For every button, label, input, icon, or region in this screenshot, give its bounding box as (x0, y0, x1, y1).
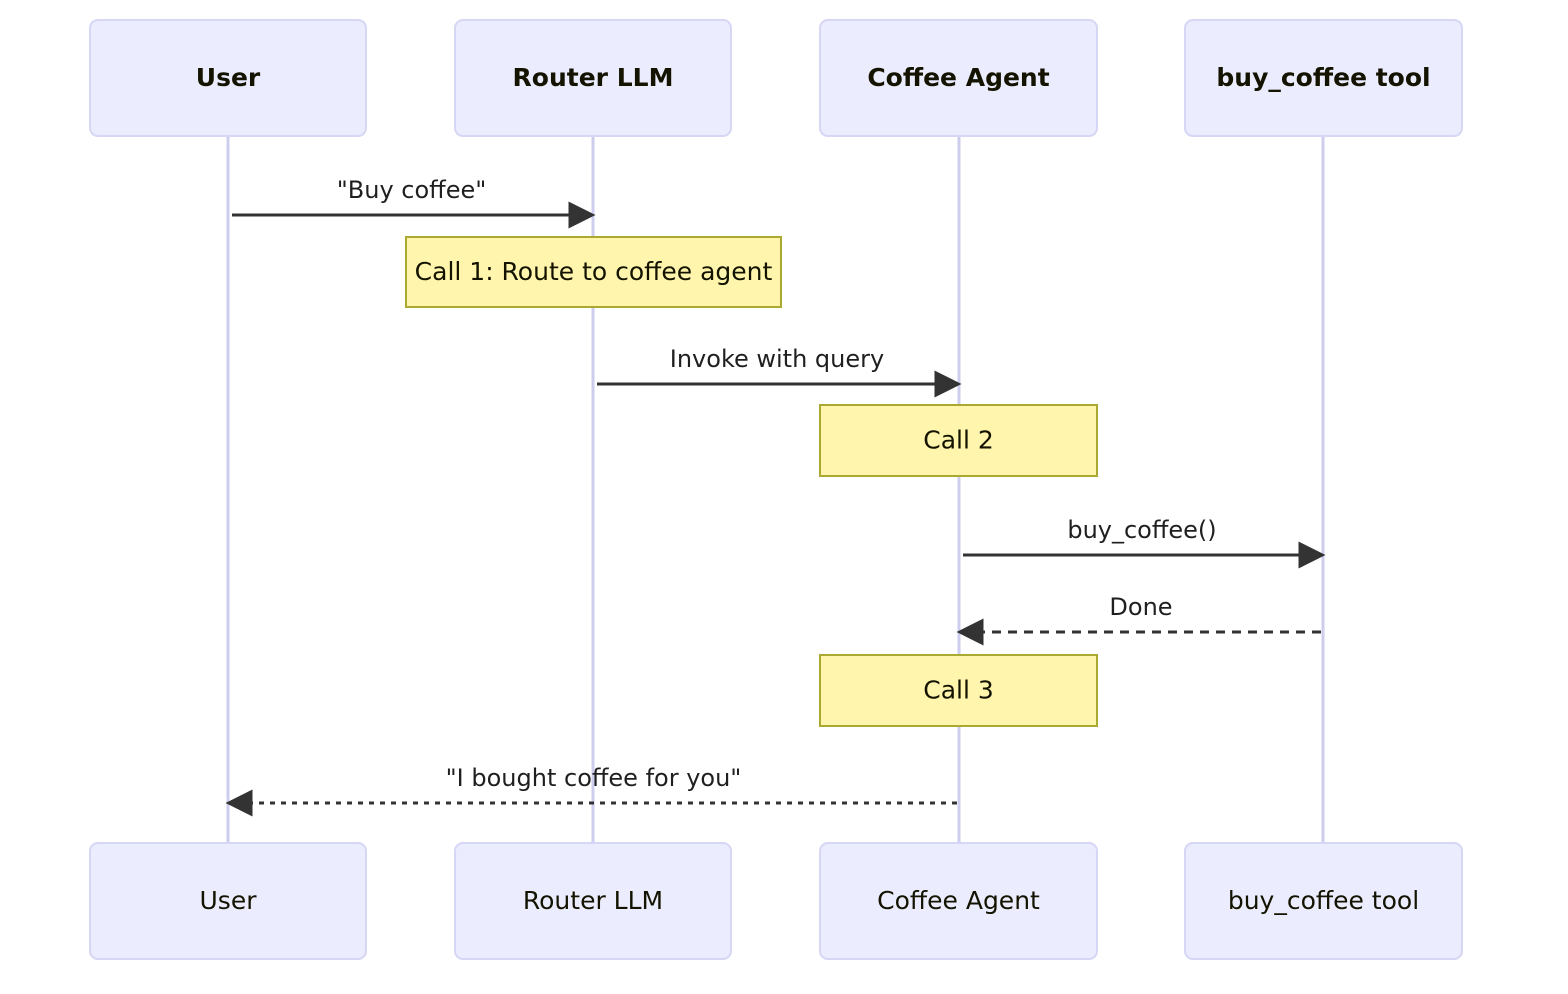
actor-label-agent: Coffee Agent (867, 63, 1049, 92)
actor-router-top[interactable]: Router LLM (454, 19, 732, 137)
actor-label-router: Router LLM (523, 886, 663, 915)
message-label-m2: Invoke with query (670, 345, 884, 373)
actor-label-agent: Coffee Agent (877, 886, 1040, 915)
actor-box-router[interactable] (454, 19, 732, 137)
note-box-n1 (405, 236, 782, 308)
note-label-n2: Call 2 (923, 426, 994, 455)
actor-box-tool[interactable] (1184, 19, 1463, 137)
actor-tool-top[interactable]: buy_coffee tool (1184, 19, 1463, 137)
messages-group: "Buy coffee" Invoke with query buy_coffee(… (225, 176, 1326, 817)
actor-box-router[interactable] (454, 842, 732, 960)
actor-user-bottom[interactable]: User (89, 842, 367, 960)
message-m5: "I bought coffee for you" (225, 764, 957, 817)
actor-agent-bottom[interactable]: Coffee Agent (819, 842, 1098, 960)
actor-user-top[interactable]: User (89, 19, 367, 137)
message-label-m5: "I bought coffee for you" (446, 764, 742, 792)
message-m2: Invoke with query (597, 345, 962, 398)
actor-boxes-bottom: User Router LLM Coffee Agent buy_coffee too… (89, 842, 1463, 960)
actor-box-agent[interactable] (819, 842, 1098, 960)
actor-label-tool: buy_coffee tool (1228, 886, 1419, 915)
note-box-n2 (819, 404, 1098, 477)
note-n3: Call 3 (819, 654, 1098, 727)
message-m1: "Buy coffee" (232, 176, 596, 229)
actor-boxes-top: User Router LLM Coffee Agent buy_coffee too… (89, 19, 1463, 137)
actor-box-user[interactable] (89, 842, 367, 960)
actor-label-router: Router LLM (513, 63, 674, 92)
message-m4: Done (956, 593, 1321, 646)
note-n2: Call 2 (819, 404, 1098, 477)
note-box-n3 (819, 654, 1098, 727)
note-label-n3: Call 3 (923, 676, 994, 705)
message-label-m3: buy_coffee() (1067, 516, 1216, 544)
actor-box-agent[interactable] (819, 19, 1098, 137)
actor-agent-top[interactable]: Coffee Agent (819, 19, 1098, 137)
actor-tool-bottom[interactable]: buy_coffee tool (1184, 842, 1463, 960)
actor-label-user: User (200, 886, 258, 915)
actor-label-tool: buy_coffee tool (1216, 63, 1430, 92)
actor-label-user: User (196, 63, 261, 92)
note-n1: Call 1: Route to coffee agent (405, 236, 782, 308)
actor-box-user[interactable] (89, 19, 367, 137)
note-label-n1: Call 1: Route to coffee agent (415, 257, 773, 286)
actor-box-tool[interactable] (1184, 842, 1463, 960)
message-label-m4: Done (1109, 593, 1172, 621)
message-label-m1: "Buy coffee" (337, 176, 487, 204)
message-m3: buy_coffee() (963, 516, 1326, 569)
actor-router-bottom[interactable]: Router LLM (454, 842, 732, 960)
